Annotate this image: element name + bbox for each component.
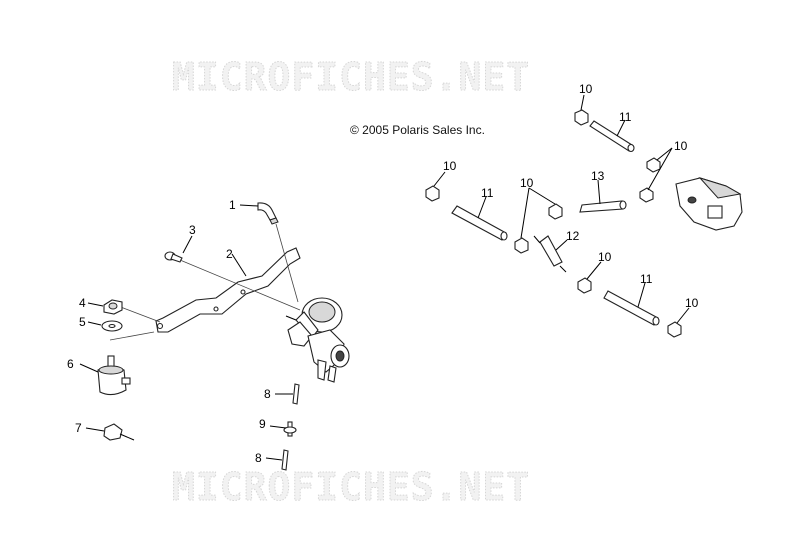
callout-10-c: 10: [443, 159, 457, 173]
callout-10-d: 10: [520, 176, 534, 190]
part-10-clamp-b: [639, 157, 661, 203]
copyright-text: © 2005 Polaris Sales Inc.: [350, 123, 485, 137]
callout-3: 3: [189, 223, 196, 237]
part-carburetor: [285, 297, 350, 383]
part-10-clamp-a: [574, 109, 589, 126]
callout-10-a: 10: [579, 82, 593, 96]
callout-5: 5: [79, 315, 86, 329]
part-10-clamp-c: [425, 185, 440, 202]
part-7-fitting: [103, 423, 135, 441]
callout-11-b: 11: [481, 186, 494, 200]
callout-7: 7: [75, 421, 82, 435]
part-9-fitting: [283, 421, 297, 437]
callout-11-a: 11: [619, 110, 632, 124]
part-10-clamp-f: [667, 321, 682, 338]
callout-10-e: 10: [598, 250, 612, 264]
callout-12: 12: [566, 229, 580, 243]
assembly-line-2: [275, 223, 299, 303]
part-5-washer: [101, 320, 123, 332]
part-11-hose-a: [589, 120, 635, 153]
part-10-clamp-d: [514, 203, 563, 254]
part-2-bracket: [155, 247, 301, 333]
callout-6: 6: [67, 357, 74, 371]
watermark-top: MICROFICHES.NET: [172, 55, 530, 99]
callout-2: 2: [226, 247, 233, 261]
assembly-line-4: [109, 331, 155, 341]
callout-10-f: 10: [685, 296, 699, 310]
callout-13: 13: [591, 169, 605, 183]
part-1-vent-hose: [257, 202, 279, 225]
part-11-hose-c: [603, 290, 660, 326]
callout-10-b: 10: [674, 139, 688, 153]
part-housing: [675, 176, 743, 231]
callout-11-c: 11: [640, 272, 653, 286]
part-11-hose-b: [451, 205, 508, 241]
callout-1: 1: [229, 198, 236, 212]
callout-9: 9: [259, 417, 266, 431]
assembly-line-1: [179, 259, 301, 311]
part-12-filter: [533, 235, 567, 273]
part-6-rubber-mount: [97, 355, 131, 396]
part-13-hose: [579, 200, 627, 213]
part-8-pin-lower: [281, 449, 289, 471]
watermark-bottom: MICROFICHES.NET: [172, 465, 530, 509]
part-10-clamp-e: [577, 277, 592, 294]
part-8-pin-upper: [292, 383, 300, 405]
callout-8-lower: 8: [255, 451, 262, 465]
callout-4: 4: [79, 296, 86, 310]
part-4-nut: [103, 299, 123, 315]
part-3-bolt: [164, 251, 183, 263]
callout-8-upper: 8: [264, 387, 271, 401]
assembly-line-3: [117, 305, 161, 323]
